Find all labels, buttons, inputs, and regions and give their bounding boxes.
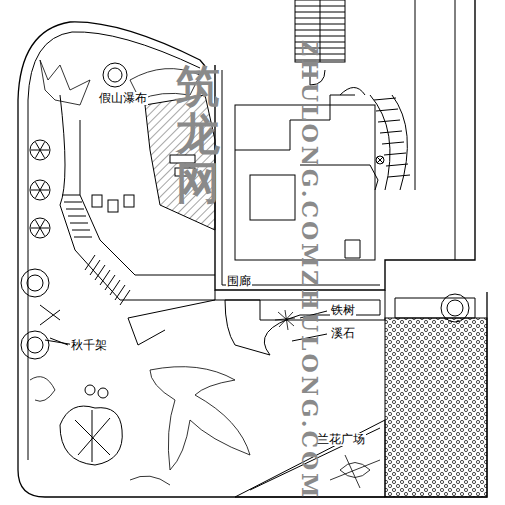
area-label: 秋千架 [70, 339, 108, 352]
leader-line [50, 338, 68, 345]
area-label: 围廊 [226, 275, 252, 288]
plant-label: 铁树 [330, 304, 356, 317]
watermark: 筑龙网 [176, 62, 220, 207]
plant-label: 溪石 [330, 327, 356, 340]
watermark: ZHULONG.COM [298, 270, 322, 500]
area-label: 兰花广场 [316, 433, 366, 446]
watermark: ZHULONG.COM [298, 40, 322, 270]
area-label: 假山瀑布 [98, 92, 148, 105]
